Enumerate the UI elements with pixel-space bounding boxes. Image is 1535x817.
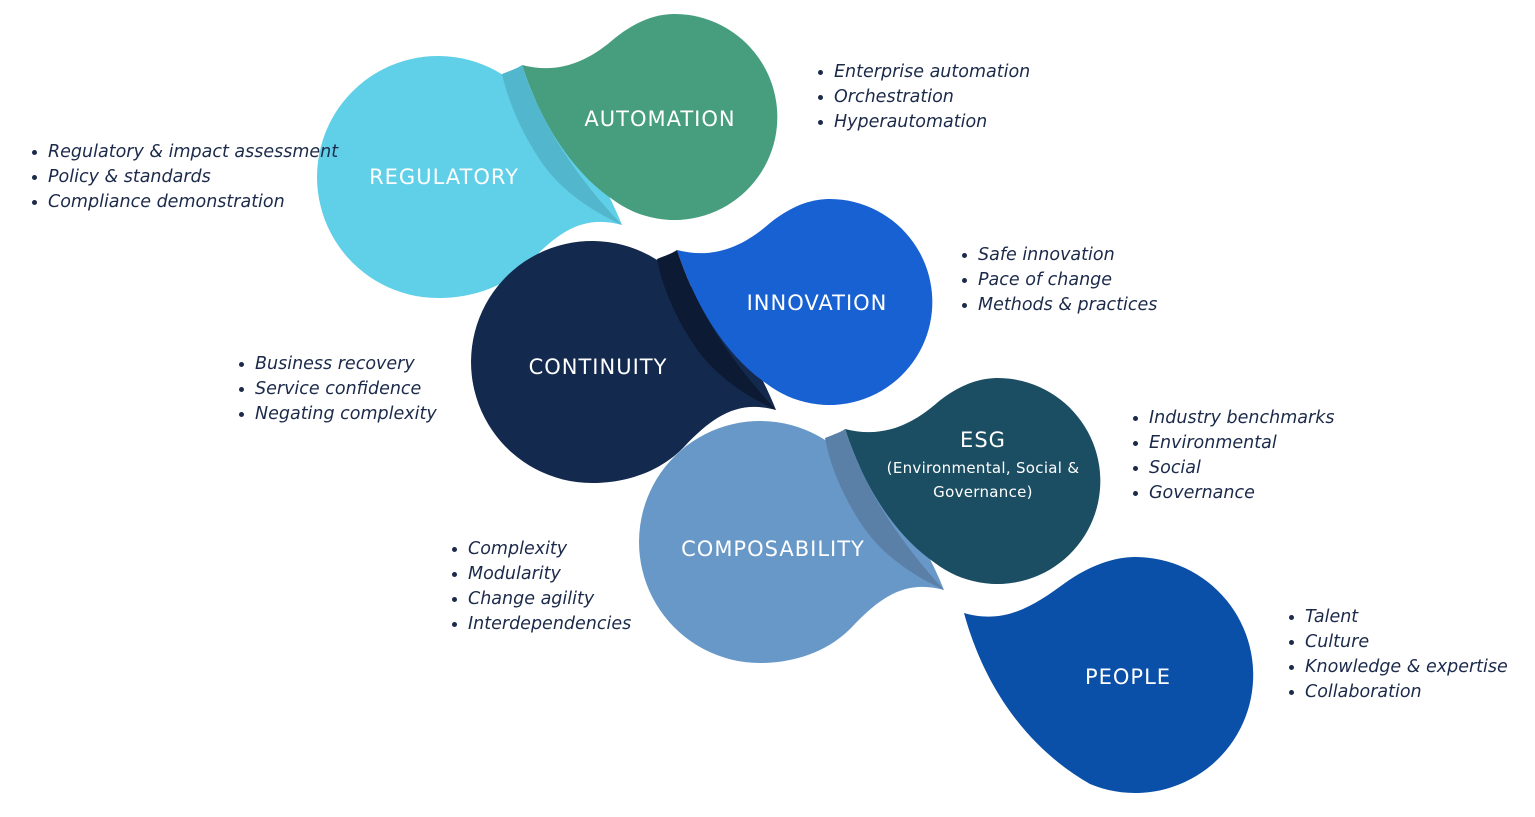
list-item: Interdependencies: [450, 612, 631, 637]
list-item: Governance: [1131, 481, 1334, 506]
composability-label: COMPOSABILITY: [681, 537, 865, 561]
composability-esg-overlap: [825, 429, 944, 590]
list-item: Service confidence: [237, 377, 437, 402]
regulatory-label: REGULATORY: [369, 165, 519, 189]
list-item: Compliance demonstration: [30, 190, 338, 215]
list-item: Enterprise automation: [816, 60, 1030, 85]
innovation-drop-shape: [677, 199, 933, 405]
people-drop-shape: [964, 556, 1254, 793]
continuity-label: CONTINUITY: [529, 355, 668, 379]
list-item: Policy & standards: [30, 165, 338, 190]
list-item: Pace of change: [960, 268, 1157, 293]
regulatory-title: REGULATORY: [369, 165, 519, 189]
list-item: Safe innovation: [960, 243, 1157, 268]
list-item: Environmental: [1131, 431, 1334, 456]
innovation-bullet-list: Safe innovation Pace of change Methods &…: [960, 243, 1157, 318]
esg-subtitle-line1: (Environmental, Social &: [886, 459, 1080, 477]
list-item: Talent: [1287, 605, 1508, 630]
list-item: Business recovery: [237, 352, 437, 377]
regulatory-bullet-list: Regulatory & impact assessment Policy & …: [30, 140, 338, 215]
esg-bullet-list: Industry benchmarks Environmental Social…: [1131, 406, 1334, 506]
continuity-bullet-list: Business recovery Service confidence Neg…: [237, 352, 437, 427]
composability-bullet-list: Complexity Modularity Change agility Int…: [450, 537, 631, 637]
list-item: Industry benchmarks: [1131, 406, 1334, 431]
automation-label: AUTOMATION: [584, 107, 735, 131]
esg-drop-shape: [845, 378, 1101, 584]
esg-subtitle-line2: Governance): [933, 483, 1033, 501]
list-item: Orchestration: [816, 85, 1030, 110]
automation-bullet-list: Enterprise automation Orchestration Hype…: [816, 60, 1030, 135]
list-item: Methods & practices: [960, 293, 1157, 318]
esg-label: ESG (Environmental, Social & Governance): [887, 428, 1080, 504]
automation-title: AUTOMATION: [584, 107, 736, 131]
composability-title: COMPOSABILITY: [681, 537, 865, 561]
esg-title: ESG: [960, 428, 1006, 452]
people-bullet-list: Talent Culture Knowledge & expertise Col…: [1287, 605, 1508, 705]
continuity-innovation-overlap: [657, 250, 776, 410]
regulatory-automation-overlap: [502, 65, 622, 225]
list-item: Complexity: [450, 537, 631, 562]
list-item: Hyperautomation: [816, 110, 1030, 135]
list-item: Modularity: [450, 562, 631, 587]
people-title: PEOPLE: [1084, 665, 1172, 689]
innovation-label: INNOVATION: [747, 291, 888, 315]
continuity-title: CONTINUITY: [528, 355, 668, 379]
list-item: Knowledge & expertise: [1287, 655, 1508, 680]
people-label: PEOPLE: [1085, 665, 1171, 689]
automation-drop-shape: [522, 14, 778, 220]
innovation-title: INNOVATION: [746, 291, 888, 315]
list-item: Negating complexity: [237, 402, 437, 427]
list-item: Regulatory & impact assessment: [30, 140, 338, 165]
list-item: Collaboration: [1287, 680, 1508, 705]
list-item: Change agility: [450, 587, 631, 612]
list-item: Social: [1131, 456, 1334, 481]
list-item: Culture: [1287, 630, 1508, 655]
